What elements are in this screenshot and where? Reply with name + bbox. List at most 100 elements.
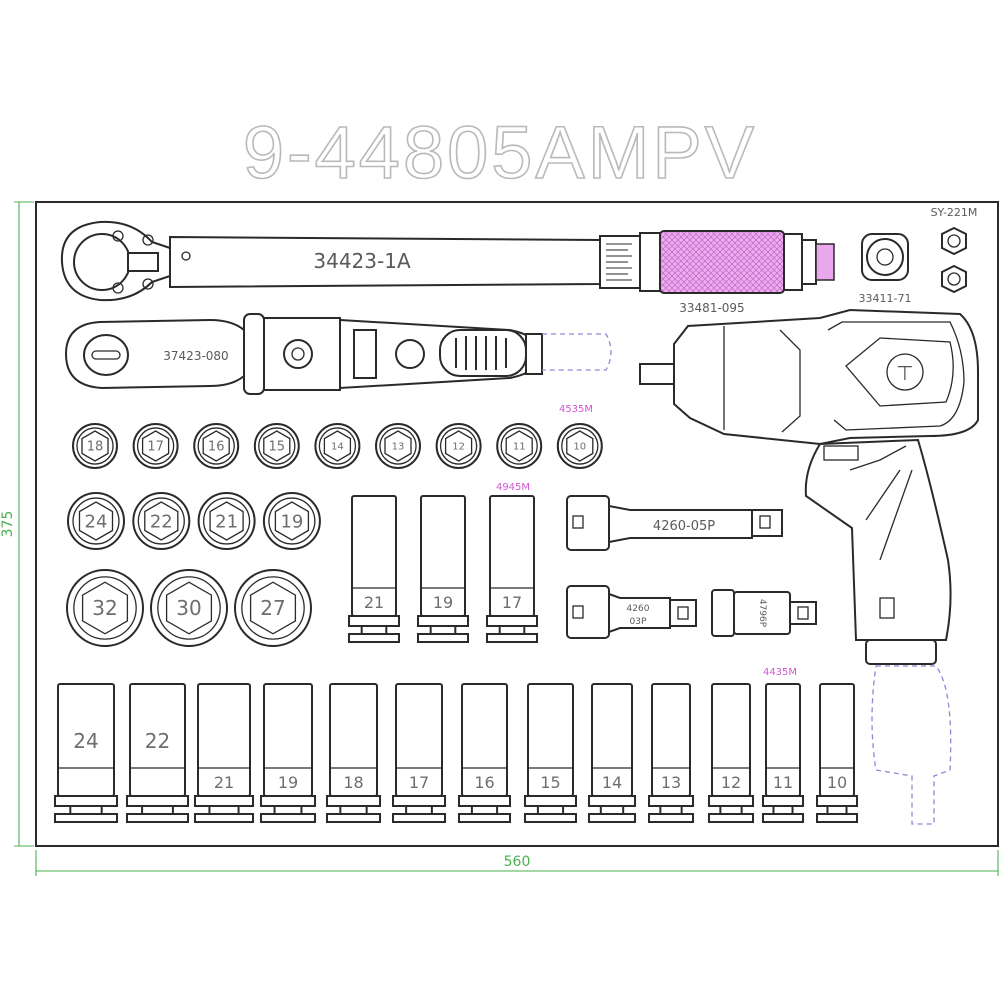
socket-outline (67, 492, 125, 550)
deep-socket-collar (260, 795, 316, 807)
mark-deep-row: 4945M (496, 482, 530, 493)
socket: 27 (234, 569, 312, 647)
deep-socket-size-label: 17 (502, 593, 522, 612)
socket: 14 (314, 423, 361, 469)
socket-outline (234, 569, 312, 647)
socket-outline (314, 423, 361, 469)
socket-rim (137, 497, 185, 545)
socket: 13 (375, 423, 421, 469)
socket-hex (274, 501, 310, 541)
socket-hex (81, 430, 109, 462)
deep-socket-collar (54, 795, 118, 807)
deep-socket-collar (588, 795, 636, 807)
oil-fitting-label: 33411-71 (859, 292, 912, 305)
deep-socket-collar (417, 615, 469, 627)
socket-hex (209, 501, 244, 541)
socket: 22 (132, 492, 191, 550)
deep-socket-size-label: 17 (409, 773, 429, 792)
socket-size-label: 13 (392, 442, 405, 453)
socket-rim (197, 427, 235, 465)
socket-outline (66, 569, 144, 647)
socket-hex (202, 430, 230, 462)
socket-rim (72, 497, 120, 545)
deep-socket-size-label: 24 (73, 729, 98, 753)
deep-socket: 17 (486, 495, 538, 643)
deep-socket: 11 (762, 683, 804, 823)
socket: 12 (435, 423, 482, 469)
socket-size-label: 22 (150, 511, 173, 532)
deep-socket-collar (524, 795, 577, 807)
socket-hex (165, 581, 213, 635)
socket-outline (262, 492, 321, 550)
socket-size-label: 10 (573, 442, 586, 453)
deep-socket-collar (458, 795, 511, 807)
mark-long-row: 4435M (763, 667, 797, 678)
socket-outline (375, 423, 421, 469)
socket-rim (241, 576, 305, 640)
socket-size-label: 19 (280, 511, 303, 532)
dimension-width-label: 560 (504, 854, 531, 870)
socket-rim (202, 497, 251, 545)
deep-socket: 15 (524, 683, 577, 823)
deep-socket-size-label: 21 (214, 773, 234, 792)
extension-long: 4260-05P (566, 495, 783, 551)
socket-rim (136, 427, 175, 465)
deep-socket-size-label: 16 (474, 773, 494, 792)
deep-socket-collar (326, 795, 381, 807)
socket-hex (141, 430, 170, 462)
socket: 24 (67, 492, 125, 550)
deep-socket-size-label: 21 (364, 593, 384, 612)
deep-socket: 21 (194, 683, 254, 823)
deep-socket-size-label: 14 (602, 773, 622, 792)
socket: 21 (197, 492, 256, 550)
deep-socket-size-label: 10 (827, 773, 847, 792)
socket: 11 (496, 423, 543, 469)
socket-hex (505, 430, 533, 462)
socket-outline (253, 423, 300, 469)
socket-size-label: 32 (92, 596, 117, 620)
deep-socket-collar (486, 615, 538, 627)
deep-socket: 19 (260, 683, 316, 823)
deep-socket: 17 (392, 683, 446, 823)
socket: 10 (556, 423, 603, 469)
svg-text:⊤: ⊤ (896, 363, 913, 385)
socket-outline (496, 423, 543, 469)
socket-size-label: 11 (513, 442, 526, 453)
deep-socket-size-label: 19 (433, 593, 453, 612)
torque-wrench-label: 34423-1A (313, 249, 411, 273)
tray-outline (35, 201, 999, 847)
deep-socket-collar (348, 615, 400, 627)
deep-socket-collar (648, 795, 694, 807)
socket-size-label: 15 (269, 440, 286, 455)
socket-size-label: 12 (452, 442, 465, 453)
deep-socket-collar (392, 795, 446, 807)
impact-wrench-label: 33481-095 (679, 301, 744, 315)
socket: 16 (193, 423, 240, 469)
socket-hex (144, 501, 179, 541)
socket-size-label: 24 (85, 511, 108, 532)
ratchet-label: 37423-080 (163, 349, 228, 363)
socket-outline (197, 492, 256, 550)
diagram-title: 9-44805AMPV (243, 111, 757, 194)
deep-socket: 16 (458, 683, 511, 823)
universal-joint-label: 4796P (757, 599, 767, 628)
deep-socket: 14 (588, 683, 636, 823)
socket-hex (249, 581, 297, 635)
deep-socket-collar (816, 795, 858, 807)
socket-rim (500, 427, 538, 465)
deep-socket-size-label: 22 (145, 729, 170, 753)
deep-socket-size-label: 19 (278, 773, 298, 792)
socket-rim (157, 576, 221, 640)
socket-hex (323, 430, 352, 462)
extension-long-label: 4260-05P (653, 519, 715, 534)
deep-socket-size-label: 18 (343, 773, 363, 792)
socket-rim (379, 427, 417, 465)
deep-socket-size-label: 11 (773, 773, 793, 792)
deep-socket-collar (194, 795, 254, 807)
socket-outline (556, 423, 603, 469)
socket-outline (193, 423, 240, 469)
socket-outline (150, 569, 228, 647)
socket-hex (78, 501, 114, 541)
deep-socket-collar (126, 795, 189, 807)
socket-rim (318, 427, 357, 465)
